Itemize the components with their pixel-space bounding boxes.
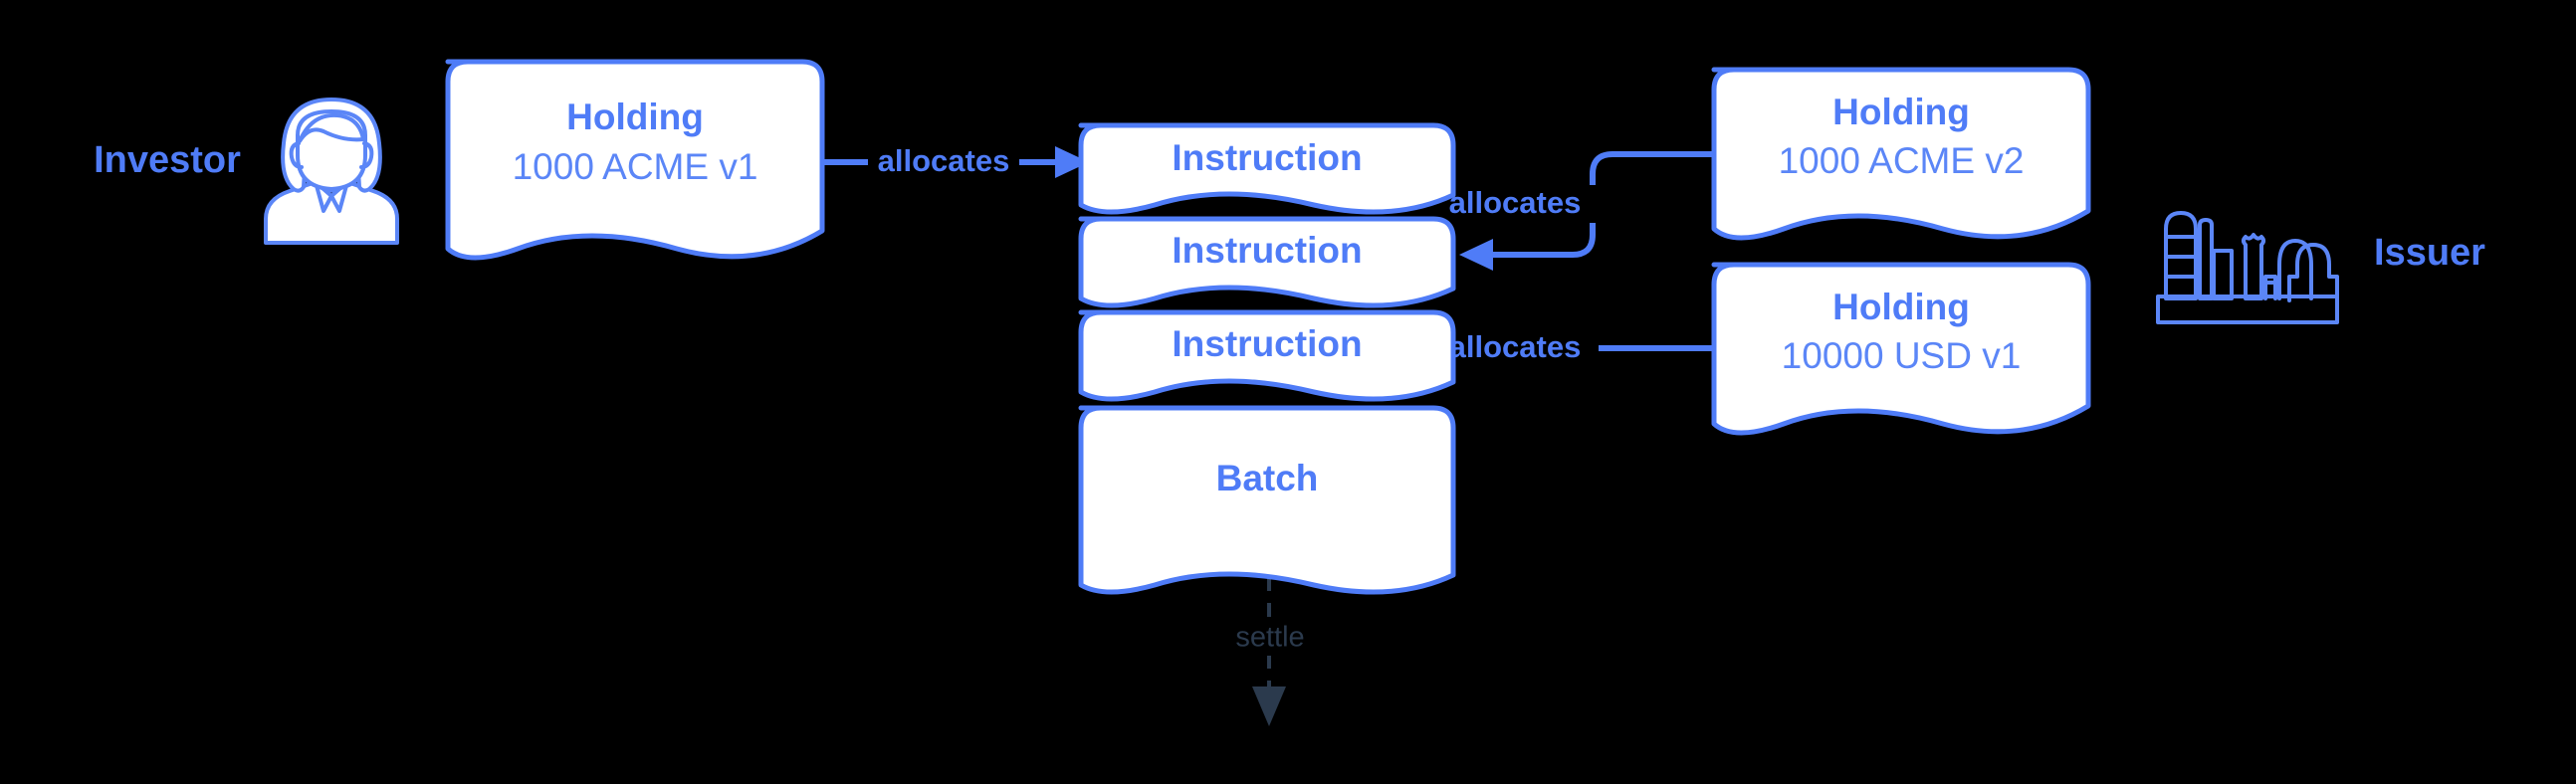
edge-label-backdrop: [1433, 329, 1599, 367]
node-surface: [448, 62, 822, 258]
node-surface: [1081, 219, 1453, 306]
node-holding-acme-v2[interactable]: Holding 1000 ACME v2: [1711, 67, 2091, 241]
node-holding-acme-v1[interactable]: Holding 1000 ACME v1: [445, 59, 825, 261]
arrowhead-icon: [1459, 239, 1493, 271]
edge-label-backdrop: [1433, 185, 1599, 223]
actor-issuer: Issuer: [2156, 211, 2485, 324]
node-surface: [1714, 70, 2088, 238]
node-outline: [1711, 67, 2091, 241]
node-outline: [1078, 309, 1456, 402]
node-title: Holding: [1832, 287, 1970, 327]
node-subtitle: 1000 ACME v2: [1779, 140, 2025, 181]
node-subtitle: 1000 ACME v1: [513, 146, 758, 187]
node-outline: [1078, 405, 1456, 595]
node-title: Holding: [566, 97, 704, 137]
node-title: Instruction: [1172, 323, 1362, 364]
node-title: Instruction: [1172, 137, 1362, 178]
edge-batch-settle: settle: [1214, 577, 1326, 726]
node-holding-usd-v1[interactable]: Holding 10000 USD v1: [1711, 262, 2091, 436]
node-outline: [1711, 262, 2091, 436]
node-outline: [1078, 122, 1456, 215]
arrowhead-icon: [1055, 146, 1089, 178]
node-surface: [1081, 312, 1453, 400]
node-surface: [1081, 125, 1453, 213]
settle-label: settle: [1235, 622, 1304, 654]
node-title: Instruction: [1172, 230, 1362, 271]
investor-label: Investor: [94, 139, 241, 181]
node-title: Batch: [1216, 458, 1319, 498]
edge-holding-v1-to-instruction-1: allocates: [824, 143, 1089, 181]
factory-refinery-icon: [2156, 211, 2339, 324]
node-instruction-1[interactable]: Instruction: [1078, 122, 1456, 215]
actor-investor: Investor: [94, 98, 399, 245]
node-batch[interactable]: Batch: [1078, 405, 1456, 595]
node-subtitle: 10000 USD v1: [1782, 335, 2022, 376]
arrowhead-icon: [1252, 686, 1286, 726]
node-instruction-2[interactable]: Instruction: [1078, 216, 1456, 308]
edge-holding-v2-to-instruction-2: allocates: [1433, 151, 1714, 271]
issuer-label: Issuer: [2374, 232, 2485, 274]
person-avatar-icon: [264, 98, 399, 245]
edge-label: allocates: [1449, 185, 1582, 220]
edge-label: allocates: [1449, 329, 1582, 364]
edge-holding-usd-to-instruction-3: allocates: [1433, 329, 1714, 367]
node-outline: [1078, 216, 1456, 308]
settle-label-backdrop: [1214, 620, 1326, 656]
node-title: Holding: [1832, 92, 1970, 132]
node-surface: [1081, 408, 1453, 593]
node-instruction-3[interactable]: Instruction: [1078, 309, 1456, 402]
edge-label-backdrop: [868, 143, 1019, 181]
node-outline: [445, 59, 825, 261]
edge-label: allocates: [878, 143, 1010, 178]
node-surface: [1714, 265, 2088, 433]
